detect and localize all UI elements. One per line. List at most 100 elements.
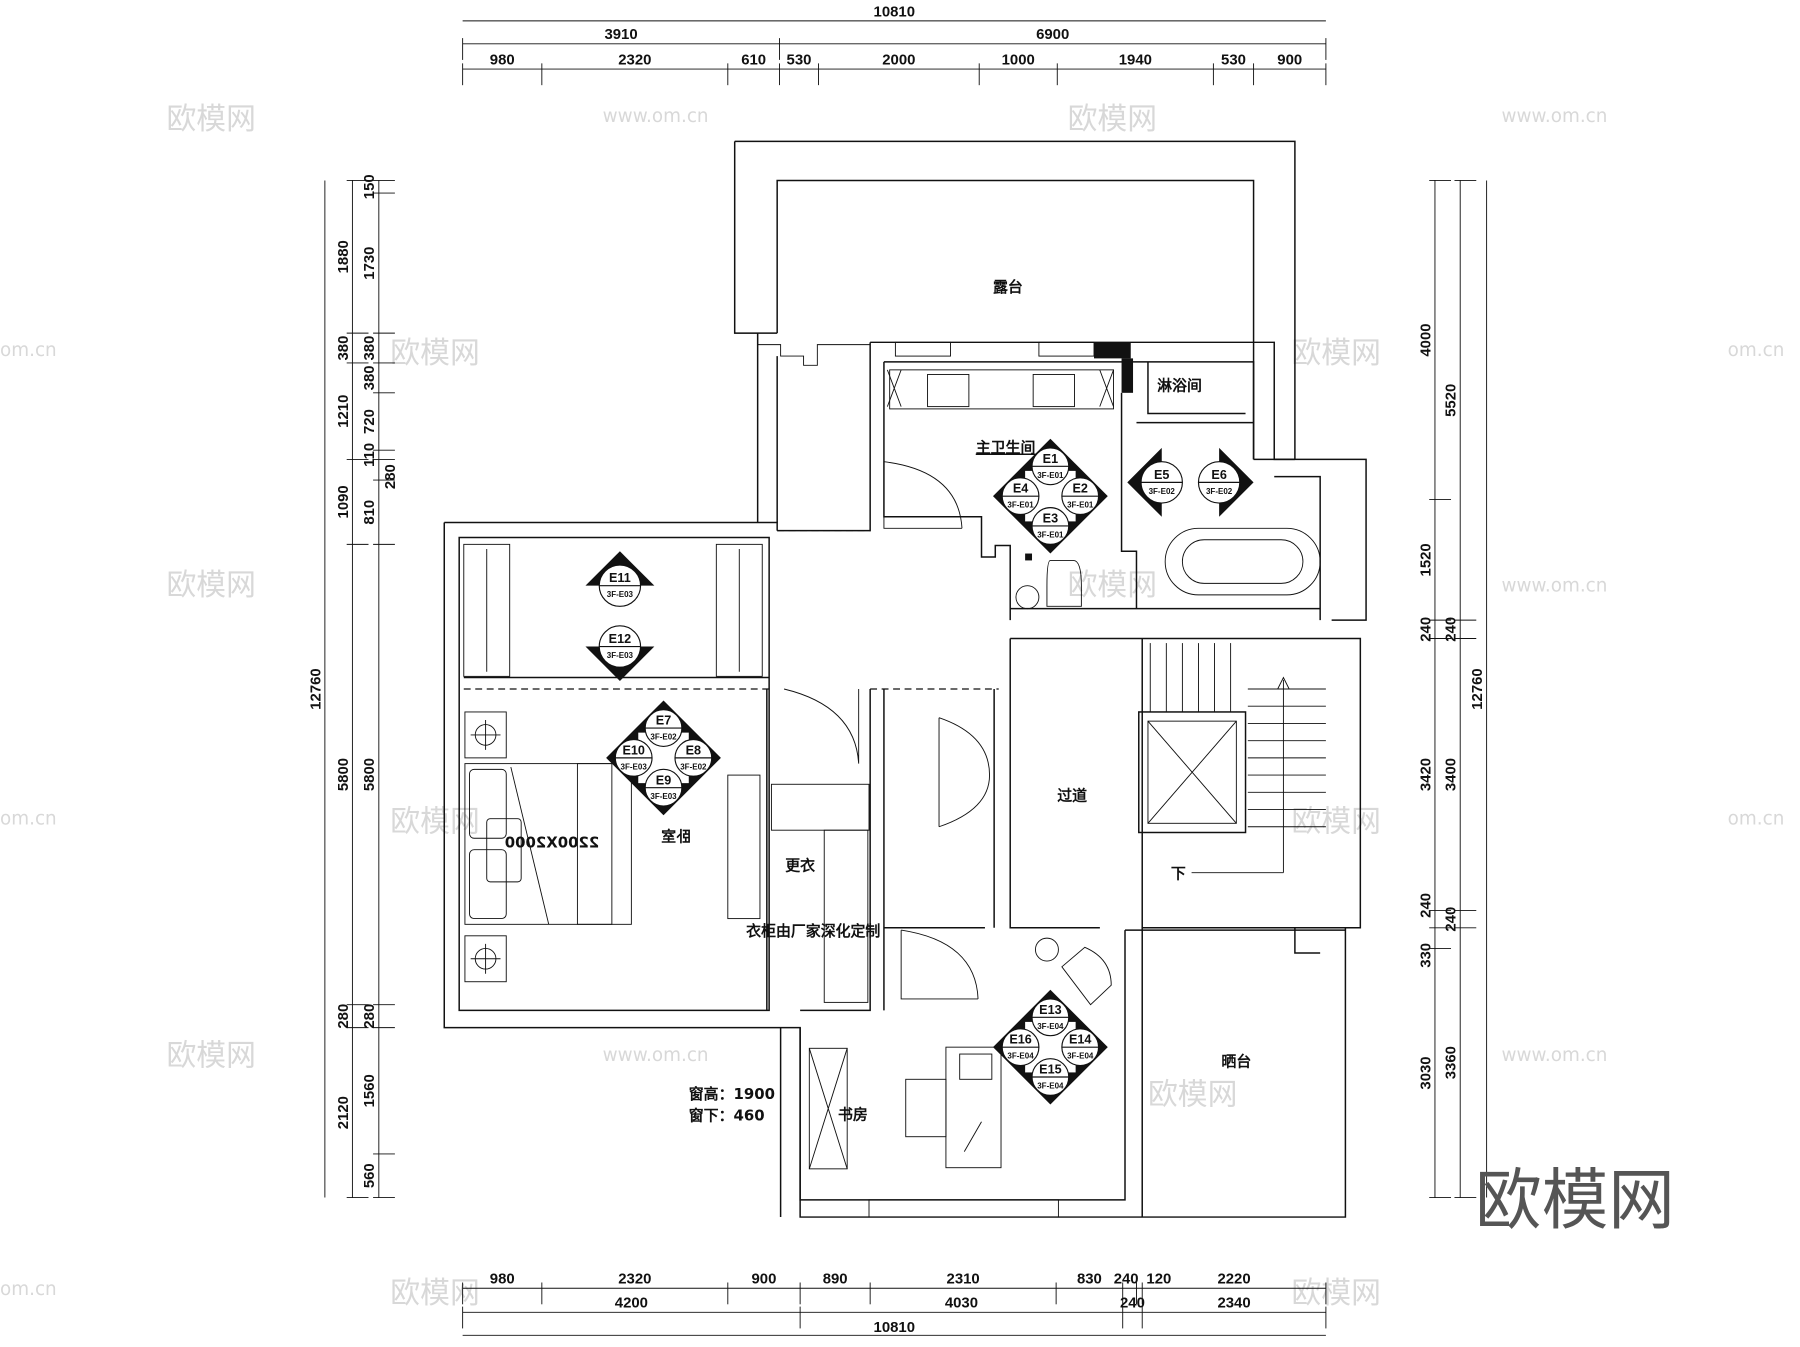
dimension-label: 3360	[1443, 1046, 1460, 1079]
watermark-logo-small: 欧模网	[390, 336, 479, 371]
watermark-url: om.cn	[1728, 340, 1785, 361]
dimension-label: 240	[1417, 893, 1434, 918]
dimension-label: 240	[1443, 907, 1460, 932]
elevation-id: E1	[1043, 452, 1058, 466]
dimension-label: 560	[361, 1163, 378, 1188]
elevation-ref: 3F-E04	[1037, 1081, 1064, 1090]
dimension-label-total: 10810	[874, 1319, 915, 1336]
dimension-label: 330	[1417, 943, 1434, 968]
room-label-corridor: 过道	[1057, 786, 1087, 804]
watermark-logo-small: 欧模网	[166, 1039, 255, 1074]
dimension-label: 1940	[1119, 52, 1152, 69]
dimension-label: 240	[1443, 617, 1460, 642]
room-label-terrace: 露台	[993, 278, 1023, 296]
wardrobe-note: 衣柜由厂家深化定制	[746, 922, 880, 940]
dimension-label: 810	[361, 500, 378, 525]
watermark-logo-small: 欧模网	[390, 804, 479, 839]
elevation-ref: 3F-E02	[650, 733, 677, 742]
elevation-id: E13	[1039, 1003, 1061, 1017]
room-label-shower: 淋浴间	[1157, 377, 1202, 395]
dimension-label: 720	[361, 409, 378, 434]
watermark-logo-small: 欧模网	[1068, 568, 1157, 603]
dimension-label: 380	[361, 365, 378, 390]
dimension-label: 1560	[361, 1074, 378, 1107]
dimension-label: 380	[361, 336, 378, 361]
dimension-label: 5800	[335, 758, 352, 791]
watermark-logo-small: 欧模网	[1148, 1078, 1237, 1113]
dimension-label: 110	[361, 443, 378, 467]
elevation-ref: 3F-E02	[680, 762, 707, 771]
dimension-label: 240	[1417, 617, 1434, 642]
dimension-label: 150	[361, 174, 378, 199]
dimension-label: 2220	[1217, 1271, 1250, 1288]
watermark-logo-small: 欧模网	[166, 102, 255, 137]
watermark-url: om.cn	[0, 340, 57, 361]
elevation-id: E9	[656, 773, 671, 787]
elevation-id: E10	[622, 743, 644, 757]
dimension-label: 2340	[1217, 1295, 1250, 1312]
dimension-label: 980	[490, 1271, 515, 1288]
room-label-bedroom: 卧室	[661, 828, 691, 846]
dimension-label: 3420	[1417, 758, 1434, 791]
room-labels: 露台 淋浴间 主卫生间 卧室 更衣 衣柜由厂家深化定制 过道 下 书房 晒台 2…	[505, 278, 1252, 1125]
elevation-ref: 3F-E03	[621, 762, 648, 771]
room-label-drying-balcony: 晒台	[1221, 1053, 1251, 1071]
watermark-logo-small: 欧模网	[166, 568, 255, 603]
elevation-ref: 3F-E04	[1067, 1052, 1094, 1061]
watermarks: 欧模网欧模网欧模网欧模网欧模网欧模网欧模网欧模网欧模网欧模网欧模网欧模网www.…	[0, 102, 1784, 1311]
watermark-url: www.om.cn	[603, 1045, 709, 1066]
room-label-dressing: 更衣	[785, 856, 815, 874]
dimension-label: 980	[490, 52, 515, 69]
bed-size-label: 2200X2000	[505, 833, 599, 851]
dimension-label: 530	[1221, 52, 1246, 69]
dimension-label: 1730	[361, 247, 378, 280]
dimension-label: 4030	[945, 1295, 978, 1312]
elevation-id: E2	[1073, 482, 1088, 496]
dimension-label: 2000	[882, 52, 915, 69]
elevation-ref: 3F-E03	[650, 792, 677, 801]
room-label-master-bath: 主卫生间	[976, 439, 1036, 457]
elevation-ref: 3F-E01	[1037, 471, 1064, 480]
stair-down-label: 下	[1171, 864, 1186, 882]
dimension-label: 3910	[604, 26, 637, 43]
window-sill-note: 窗下：460	[689, 1107, 765, 1125]
elevation-id: E4	[1013, 482, 1028, 496]
dimension-label: 6900	[1036, 26, 1069, 43]
dimension-label: 830	[1077, 1271, 1102, 1288]
watermark-logo-small: 欧模网	[1291, 1276, 1380, 1311]
window-height-note: 窗高：1900	[689, 1085, 775, 1103]
watermark-url: www.om.cn	[1502, 106, 1608, 127]
watermark-url: www.om.cn	[1502, 575, 1608, 596]
elevation-markers: E13F-E01E23F-E01E33F-E01E43F-E01E73F-E02…	[585, 438, 1254, 1105]
dimension-label: 2310	[947, 1271, 980, 1288]
dimension-label: 3030	[1417, 1056, 1434, 1089]
elevation-ref: 3F-E02	[1206, 487, 1233, 496]
watermark-logo-small: 欧模网	[1291, 804, 1380, 839]
dimension-label: 900	[1277, 52, 1302, 69]
dimension-label-total: 12760	[307, 668, 324, 709]
dimension-label: 1520	[1417, 543, 1434, 576]
elevation-ref: 3F-E01	[1007, 501, 1034, 510]
elevation-id: E3	[1043, 512, 1058, 526]
room-label-study: 书房	[838, 1105, 868, 1123]
elevation-ref: 3F-E01	[1067, 501, 1094, 510]
dimension-label: 530	[787, 52, 812, 69]
dimension-label-total: 12760	[1469, 668, 1486, 709]
elevation-id: E7	[656, 714, 671, 728]
dimension-label: 1000	[1002, 52, 1035, 69]
dimension-label: 240	[1114, 1271, 1139, 1288]
watermark-logo-small: 欧模网	[390, 1276, 479, 1311]
watermark-logo-small: 欧模网	[1068, 102, 1157, 137]
dimension-label: 280	[335, 1004, 352, 1029]
elevation-id: E15	[1039, 1063, 1061, 1077]
dimension-label: 5520	[1443, 384, 1460, 417]
